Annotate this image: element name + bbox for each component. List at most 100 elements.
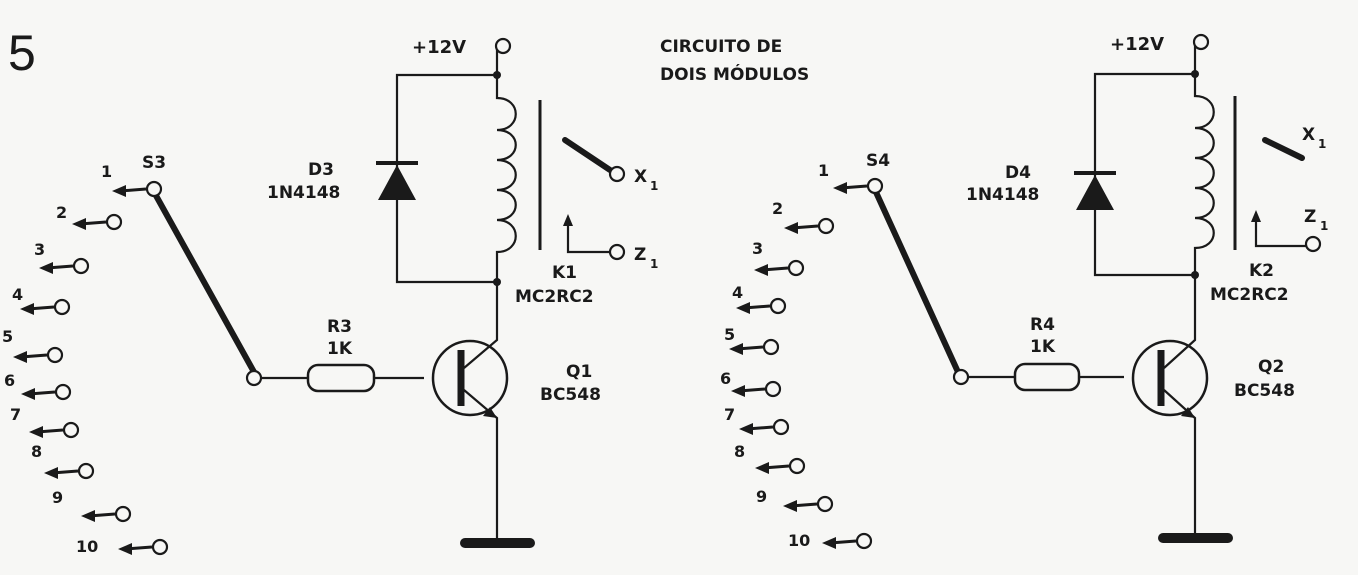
module-2-position-1-arrow [833,182,847,194]
module-2-switch-wiper [872,187,961,375]
module-2-position-9-arrow [783,500,797,512]
figure-number: 5 [8,25,36,81]
module-1-position-3-terminal [72,257,90,275]
module-1-contact-z-terminal [608,243,626,261]
module-1-resistor [306,363,376,393]
module-2-relay-ref: K2 [1249,261,1274,281]
module-2-position-4-label: 4 [732,283,743,302]
module-1-position-2-arrow [72,218,86,230]
module-2-transistor-ref: Q2 [1258,357,1284,377]
module-2-supply-terminal [1192,33,1210,51]
module-2-position-3-label: 3 [752,239,763,258]
module-2-switch-label: S4 [866,151,890,171]
module-1-position-10-arrow [118,543,132,555]
module-1-position-5-arrow [13,351,27,363]
module-2-position-2-label: 2 [772,199,783,218]
module-2-contact-x-sub: 1 [1318,137,1326,151]
module-2-position-7-terminal [772,418,790,436]
module-1-emitter-arrow [483,407,497,418]
module-2-supply-label: +12V [1110,34,1164,55]
module-1-position-7-terminal [62,421,80,439]
module-2-switch-common [952,368,970,386]
module-1-position-9-label: 9 [52,488,63,507]
module-1-supply-label: +12V [412,37,466,58]
module-2-position-2-arrow [784,222,798,234]
module-1-position-3-label: 3 [34,240,45,259]
module-1-switch-common [245,369,263,387]
module-2-position-5-label: 5 [724,325,735,344]
module-1-position-3-arrow [39,262,53,274]
module-2-diode-triangle [1076,175,1114,210]
module-2-position-4-arrow [736,302,750,314]
module-1-position-8-terminal [77,462,95,480]
module-1-contact-x-sub: 1 [650,179,658,193]
module-2-relay-coil [1193,74,1215,275]
module-1-diode-triangle [378,165,416,200]
module-2-diode-ref: D4 [1005,163,1031,183]
module-2-emitter-arrow [1181,407,1195,418]
module-2: +12V D4 1N4148 X 1 Z 1 K2 MC2RC2 Q2 BC54… [720,33,1328,550]
module-1-position-7-arrow [29,426,43,438]
module-1-transistor-emitter [463,389,499,520]
module-2-relay-contact-arm [1262,137,1305,161]
module-1-transistor-part: BC548 [540,385,601,405]
module-2-position-8-terminal [788,457,806,475]
module-1-transistor-collector [463,282,499,369]
module-2-transistor-collector [1163,275,1197,369]
module-1-contact-z: Z [634,245,646,265]
module-2-position-6-terminal [764,380,782,398]
module-2-position-2-terminal [817,217,835,235]
module-1-contact-z-sub: 1 [650,257,658,271]
module-1-position-2-label: 2 [56,203,67,222]
module-1-relay-contact-arm [562,137,613,173]
module-2-resistor-ref: R4 [1030,315,1055,335]
module-1-diode-wire [395,73,497,284]
module-2-position-10-label: 10 [788,531,810,550]
module-2-position-4-terminal [769,297,787,315]
module-1-position-5-label: 5 [2,327,13,346]
module-2-position-8-label: 8 [734,442,745,461]
module-1-position-10-terminal [151,538,169,556]
module-1-contact-z-wire [566,222,610,254]
module-1-transistor-ref: Q1 [566,362,592,382]
module-2-contact-z-arrow [1251,210,1261,222]
module-1-position-9-terminal [114,505,132,523]
module-1-position-6-arrow [21,388,35,400]
module-1-position-7-label: 7 [10,405,21,424]
module-2-position-5-terminal [762,338,780,356]
module-1-switch-wiper [151,189,257,375]
module-1-position-2-terminal [105,213,123,231]
module-1-contact-x: X [634,167,647,187]
module-2-resistor-value: 1K [1030,337,1056,357]
module-2-position-6-arrow [731,385,745,397]
module-2-position-1-terminal [866,177,884,195]
module-2-relay-part: MC2RC2 [1210,285,1289,305]
module-2-contact-z-terminal [1304,235,1322,253]
module-2-position-7-arrow [739,423,753,435]
module-1-position-5-terminal [46,346,64,364]
module-1-position-10-label: 10 [76,537,98,556]
title-line-2: DOIS MÓDULOS [660,63,809,85]
module-1-switch-label: S3 [142,153,166,173]
module-1-transistor-body [431,339,509,417]
module-2-contact-z-sub: 1 [1320,219,1328,233]
module-1-position-6-terminal [54,383,72,401]
module-2-diode-part: 1N4148 [966,185,1039,205]
module-2-position-7-label: 7 [724,405,735,424]
module-1-diode-ref: D3 [308,160,334,180]
module-2-resistor [1013,362,1081,392]
module-2-position-6-label: 6 [720,369,731,388]
module-1-position-1-label: 1 [101,162,112,181]
module-2-transistor-body [1131,339,1209,417]
module-2-transistor-part: BC548 [1234,381,1295,401]
module-2-position-5-arrow [729,343,743,355]
module-2-position-9-label: 9 [756,487,767,506]
module-1-position-8-label: 8 [31,442,42,461]
title-line-1: CIRCUITO DE [660,37,782,57]
module-2-position-1-label: 1 [818,161,829,180]
module-2-position-3-arrow [754,264,768,276]
module-2-position-9-terminal [816,495,834,513]
